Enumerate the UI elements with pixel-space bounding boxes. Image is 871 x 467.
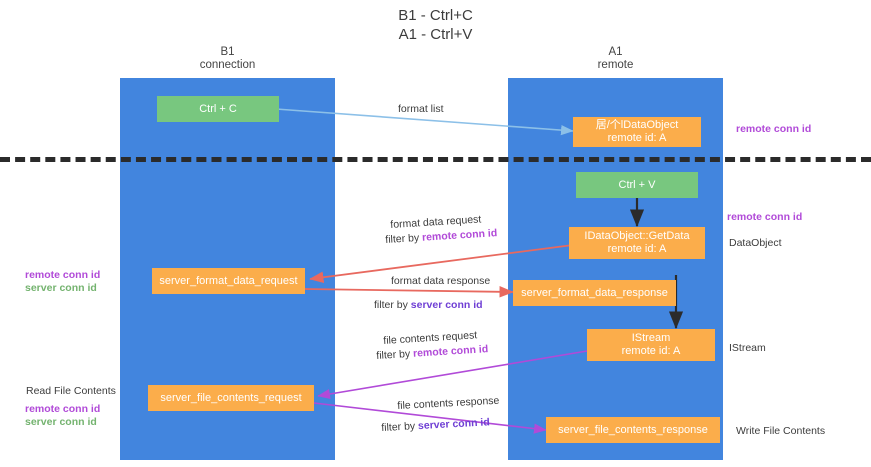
filter-prefix: filter by xyxy=(381,420,419,434)
filter-prefix: filter by xyxy=(376,347,414,362)
margin-label-left-server-conn-id: server conn id xyxy=(25,282,97,294)
filter-key-server-conn-id: server conn id xyxy=(417,416,491,433)
filter-key-server-conn-id: server conn id xyxy=(410,299,483,311)
margin-label-istream: IStream xyxy=(729,342,766,354)
filter-key-remote-conn-id: remote conn id xyxy=(421,227,498,244)
margin-label-remote-conn-id-mid: remote conn id xyxy=(727,211,803,223)
filter-key-remote-conn-id: remote conn id xyxy=(412,343,489,360)
node-istream[interactable]: IStream remote id: A xyxy=(587,329,715,361)
margin-label-dataobject: DataObject xyxy=(729,237,782,249)
node-server-format-data-request[interactable]: server_format_data_request xyxy=(152,268,305,294)
margin-label-left-remote-conn-id: remote conn id xyxy=(25,269,101,281)
lane-header-a1: A1 remote xyxy=(597,46,634,71)
node-idataobject-getdata[interactable]: IDataObject::GetData remote id: A xyxy=(569,227,705,259)
connector-format-data-response xyxy=(304,286,514,298)
lane-header-b1: B1 connection xyxy=(199,46,256,71)
node-ctrl-c[interactable]: Ctrl + C xyxy=(157,96,279,122)
margin-label-remote-conn-id-top: remote conn id xyxy=(736,123,812,135)
margin-label-left-remote-conn-id-2: remote conn id xyxy=(25,403,101,415)
edge-label-format-list: format list xyxy=(398,103,444,115)
margin-label-read-file-contents: Read File Contents xyxy=(26,385,116,397)
node-server-file-contents-request[interactable]: server_file_contents_request xyxy=(148,385,314,411)
filter-prefix: filter by xyxy=(385,231,423,246)
edge-label-format-data-response-filter: filter by server conn id xyxy=(374,299,483,312)
section-divider xyxy=(0,157,871,162)
node-ctrl-v[interactable]: Ctrl + V xyxy=(576,172,698,198)
page-title: B1 - Ctrl+C A1 - Ctrl+V xyxy=(398,7,473,43)
edge-label-format-data-response: format data response xyxy=(391,275,491,287)
node-server-format-data-response[interactable]: server_format_data_response xyxy=(513,280,676,306)
margin-label-left-server-conn-id-2: server conn id xyxy=(25,416,97,428)
edge-label-file-contents-response-filter: filter by server conn id xyxy=(381,416,490,435)
edge-label-file-contents-response: file contents response xyxy=(397,394,500,412)
node-data-object-remote[interactable]: 居/个lDataObject remote id: A xyxy=(573,117,701,147)
node-server-file-contents-response[interactable]: server_file_contents_response xyxy=(546,417,720,443)
filter-prefix: filter by xyxy=(374,299,411,311)
margin-label-write-file-contents: Write File Contents xyxy=(736,425,826,437)
